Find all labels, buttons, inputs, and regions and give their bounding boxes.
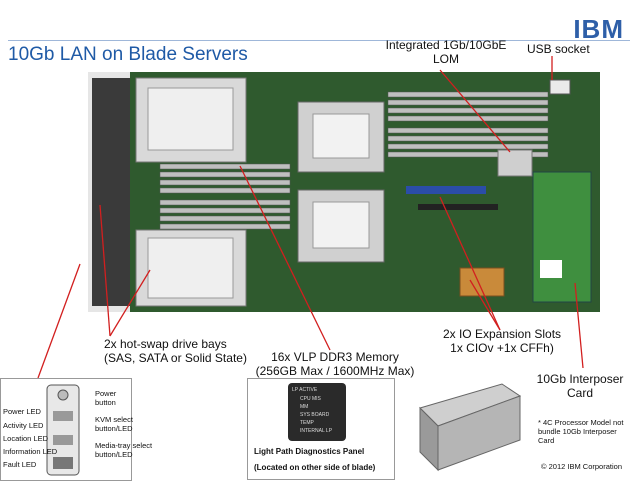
lom-label: Integrated 1Gb/10GbE LOM	[385, 38, 507, 66]
front-panel-image	[46, 384, 80, 476]
lightpath-caption-line2: (Located on other side of blade)	[254, 463, 376, 472]
lightpath-panel-image: LP ACTIVE CPU MIS MM SYS BOARD TEMP INTE…	[288, 383, 346, 441]
lightpath-item: MM	[300, 404, 309, 410]
front-label-power-button: Power button	[95, 389, 117, 407]
header-rule	[8, 40, 630, 41]
lightpath-item: LP ACTIVE	[292, 387, 318, 393]
front-label-location-led: Location LED	[3, 434, 49, 443]
ibm-logo: IBM	[573, 14, 624, 44]
drive-bays-label: 2x hot-swap drive bays (SAS, SATA or Sol…	[104, 337, 247, 365]
front-label-media-tray-select: Media-tray select button/LED	[95, 441, 153, 459]
io-slots-label: 2x IO Expansion Slots 1x CIOv +1x CFFh)	[442, 327, 562, 355]
front-label-activity-led: Activity LED	[3, 421, 44, 430]
front-label-kvm-select: KVM select button/LED	[95, 415, 133, 433]
front-label-information-led: Information LED	[3, 447, 58, 456]
interposer-label: 10Gb Interposer Card	[536, 372, 624, 400]
lightpath-item: CPU MIS	[300, 396, 321, 402]
lightpath-caption-line1: Light Path Diagnostics Panel	[254, 447, 365, 456]
blade-motherboard-image	[88, 72, 600, 312]
blade-side-image	[419, 383, 522, 472]
slide-title: 10Gb LAN on Blade Servers	[8, 44, 248, 65]
usb-socket-label: USB socket	[527, 42, 590, 56]
lightpath-item: TEMP	[300, 420, 314, 426]
memory-label: 16x VLP DDR3 Memory (256GB Max / 1600MHz…	[255, 350, 415, 378]
lightpath-item: SYS BOARD	[300, 412, 330, 418]
front-panel-diagram: Power LED Activity LED Location LED Info…	[0, 378, 152, 481]
front-label-fault-led: Fault LED	[3, 460, 37, 469]
copyright: © 2012 IBM Corporation	[541, 462, 622, 471]
lightpath-item: INTERNAL LP	[300, 428, 333, 434]
front-label-power-led: Power LED	[3, 407, 41, 416]
lightpath-panel-box: LP ACTIVE CPU MIS MM SYS BOARD TEMP INTE…	[247, 378, 395, 480]
footnote: * 4C Processor Model not bundle 10Gb Int…	[538, 418, 624, 445]
